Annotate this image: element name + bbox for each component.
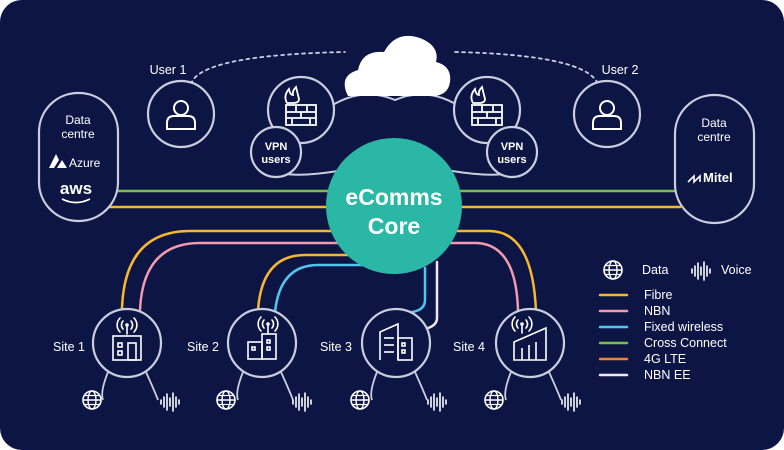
vpn-users-label: VPN [501,141,524,153]
data-centre-label: centre [61,127,95,141]
data-icon [216,390,236,410]
vpn-users-label: users [261,154,290,166]
firewall-node-right [452,75,522,145]
site-1-node: Site 1 [53,307,180,412]
core-title: Core [368,213,420,239]
site-2-wireless-path [273,263,374,314]
legend-item-label: NBN [644,304,670,318]
site-link [370,371,378,401]
site-1-nbn-path [138,241,340,312]
legend-data-label: Data [642,263,668,277]
legend-item-label: Fibre [644,288,673,302]
site-3-nbn-ee-path [426,260,439,330]
core-title: eComms [345,184,442,210]
mitel-logo-icon [687,174,701,184]
site-4-label: Site 4 [453,340,485,354]
user-2-label: User 2 [602,63,639,77]
legend-item-label: Fixed wireless [644,320,723,334]
voice-icon [561,392,581,412]
site-3-wireless-path [410,266,427,314]
data-centre-label: centre [697,130,731,144]
building-small-icon [112,317,142,361]
voice-icon [691,261,711,281]
site-4-node: Site 4 [453,307,581,412]
warehouse-icon [511,316,547,361]
data-centre-left: Data centre Azure aws [37,91,120,223]
user-2-node: User 2 [572,63,642,149]
voice-icon [160,392,180,412]
azure-logo-text: Azure [69,156,101,170]
legend-item-label: 4G LTE [644,352,686,366]
data-icon [350,390,370,410]
site-link [548,371,562,401]
site-1-fibre-path [120,229,337,310]
data-icon [484,390,504,410]
site-2-fibre-path [256,253,362,312]
vpn-arc [324,93,396,111]
firewall-node-left [266,75,336,145]
voice-icon [292,392,312,412]
site-link [145,371,159,401]
ecomms-core: eComms Core [326,138,462,274]
data-centre-label: Data [701,116,727,130]
voice-icon [427,392,447,412]
vpn-users-label: users [497,154,526,166]
data-icon [603,260,623,280]
site-1-label: Site 1 [53,340,85,354]
cloud-link-user-1 [190,51,346,85]
cloud-icon [344,35,451,96]
vpn-users-node-left: VPN users [249,125,303,179]
data-centre-right: Data centre Mitel [673,93,756,225]
cloud-link-user-2 [454,51,599,85]
site-2-label: Site 2 [187,340,219,354]
user-1-node: User 1 [146,63,216,149]
legend-voice-label: Voice [721,263,752,277]
site-3-label: Site 3 [320,340,352,354]
site-4-fibre-path [453,229,538,314]
legend-item-label: Cross Connect [644,336,727,350]
data-centre-label: Data [65,113,91,127]
site-link [280,371,294,401]
building-medium-icon [247,316,279,360]
site-link [504,371,512,401]
azure-logo-icon [49,154,67,168]
vpn-users-node-right: VPN users [485,125,539,179]
office-tower-icon [379,322,413,361]
user-1-label: User 1 [150,63,187,77]
mitel-logo-text: Mitel [703,170,733,185]
site-4-nbn-path [438,241,520,312]
site-link [414,371,428,401]
site-2-node: Site 2 [187,307,312,412]
aws-logo-text: aws [60,179,92,198]
site-3-node: Site 3 [320,307,447,412]
aws-smile-icon [61,198,91,204]
vpn-users-label: VPN [265,141,288,153]
data-icon [82,390,102,410]
site-link [101,371,109,401]
legend-item-label: NBN EE [644,368,691,382]
site-link [236,371,244,401]
